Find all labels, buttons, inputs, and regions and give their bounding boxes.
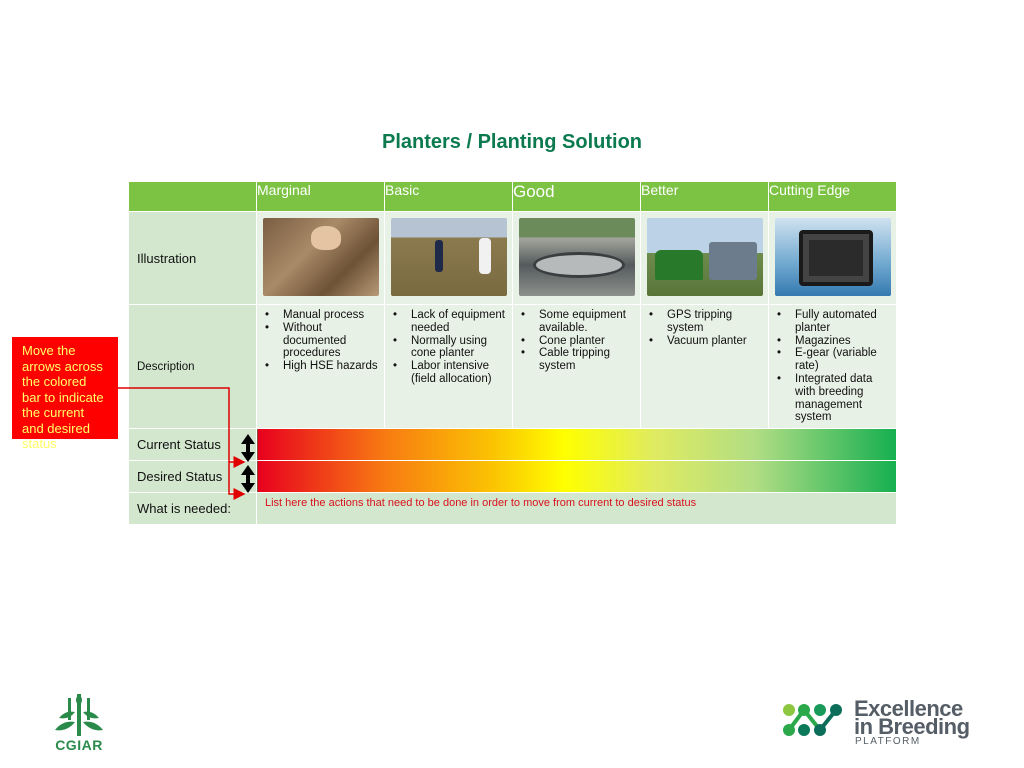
header-cutting-edge: Cutting Edge — [768, 181, 897, 212]
page-title: Planters / Planting Solution — [381, 131, 643, 153]
description-label: Description — [128, 304, 257, 429]
field-workers-photo — [390, 218, 507, 296]
illustration-marginal — [256, 211, 385, 305]
desired-status-row: Desired Status — [128, 460, 897, 493]
header-good: Good — [512, 181, 641, 212]
illustration-basic — [384, 211, 513, 305]
desc-item: Some equipment available. — [519, 309, 636, 335]
desc-item: Manual process — [263, 309, 380, 322]
description-basic: Lack of equipment needed Normally using … — [384, 304, 513, 429]
desired-status-label: Desired Status — [128, 460, 257, 493]
illustration-better — [640, 211, 769, 305]
header-row: Marginal Basic Good Better Cutting Edge — [128, 181, 897, 212]
desired-status-bar[interactable] — [256, 460, 897, 493]
desc-item: Integrated data with breeding management… — [775, 373, 892, 424]
desc-item: Magazines — [775, 335, 892, 348]
desc-item: Normally using cone planter — [391, 335, 508, 361]
desc-item: Lack of equipment needed — [391, 309, 508, 335]
cgiar-logo-text: CGIAR — [55, 737, 103, 753]
what-needed-cell[interactable]: List here the actions that need to be do… — [256, 492, 897, 525]
current-status-label: Current Status — [128, 428, 257, 461]
header-marginal: Marginal — [256, 181, 385, 212]
header-better: Better — [640, 181, 769, 212]
instruction-callout: Move the arrows across the colored bar t… — [12, 337, 118, 451]
desc-item: High HSE hazards — [263, 360, 380, 373]
header-basic: Basic — [384, 181, 513, 212]
cgiar-logo-icon — [55, 694, 103, 736]
illustration-label: Illustration — [128, 211, 257, 305]
eib-logo-line3: PLATFORM — [855, 736, 921, 747]
eib-logo-line2: in Breeding — [854, 714, 970, 739]
desc-item: Cone planter — [519, 335, 636, 348]
description-marginal: Manual process Without documented proced… — [256, 304, 385, 429]
illustration-cutting-edge — [768, 211, 897, 305]
what-needed-row: What is needed: List here the actions th… — [128, 492, 897, 525]
description-row: Description Manual process Without docum… — [128, 304, 897, 429]
what-needed-text: List here the actions that need to be do… — [265, 497, 697, 509]
desc-item: E-gear (variable rate) — [775, 347, 892, 373]
illustration-good — [512, 211, 641, 305]
eib-logo-icon — [783, 704, 842, 736]
header-empty — [128, 181, 257, 212]
desc-item: Fully automated planter — [775, 309, 892, 335]
current-status-row: Current Status — [128, 428, 897, 461]
cone-planter-photo — [518, 218, 635, 296]
desc-item: GPS tripping system — [647, 309, 764, 335]
desc-item: Without documented procedures — [263, 322, 380, 360]
description-better: GPS tripping system Vacuum planter — [640, 304, 769, 429]
desc-item: Labor intensive (field allocation) — [391, 360, 508, 386]
eib-logo-line1: Excellence — [854, 696, 963, 721]
gps-monitor-photo — [774, 218, 891, 296]
soil-hand-photo — [262, 218, 379, 296]
desc-item: Vacuum planter — [647, 335, 764, 348]
maturity-table: Marginal Basic Good Better Cutting Edge … — [128, 181, 897, 525]
illustration-row: Illustration — [128, 211, 897, 305]
tractor-planter-photo — [646, 218, 763, 296]
current-status-bar[interactable] — [256, 428, 897, 461]
description-good: Some equipment available. Cone planter C… — [512, 304, 641, 429]
desc-item: Cable tripping system — [519, 347, 636, 373]
what-needed-label: What is needed: — [128, 492, 257, 525]
description-cutting-edge: Fully automated planter Magazines E-gear… — [768, 304, 897, 429]
